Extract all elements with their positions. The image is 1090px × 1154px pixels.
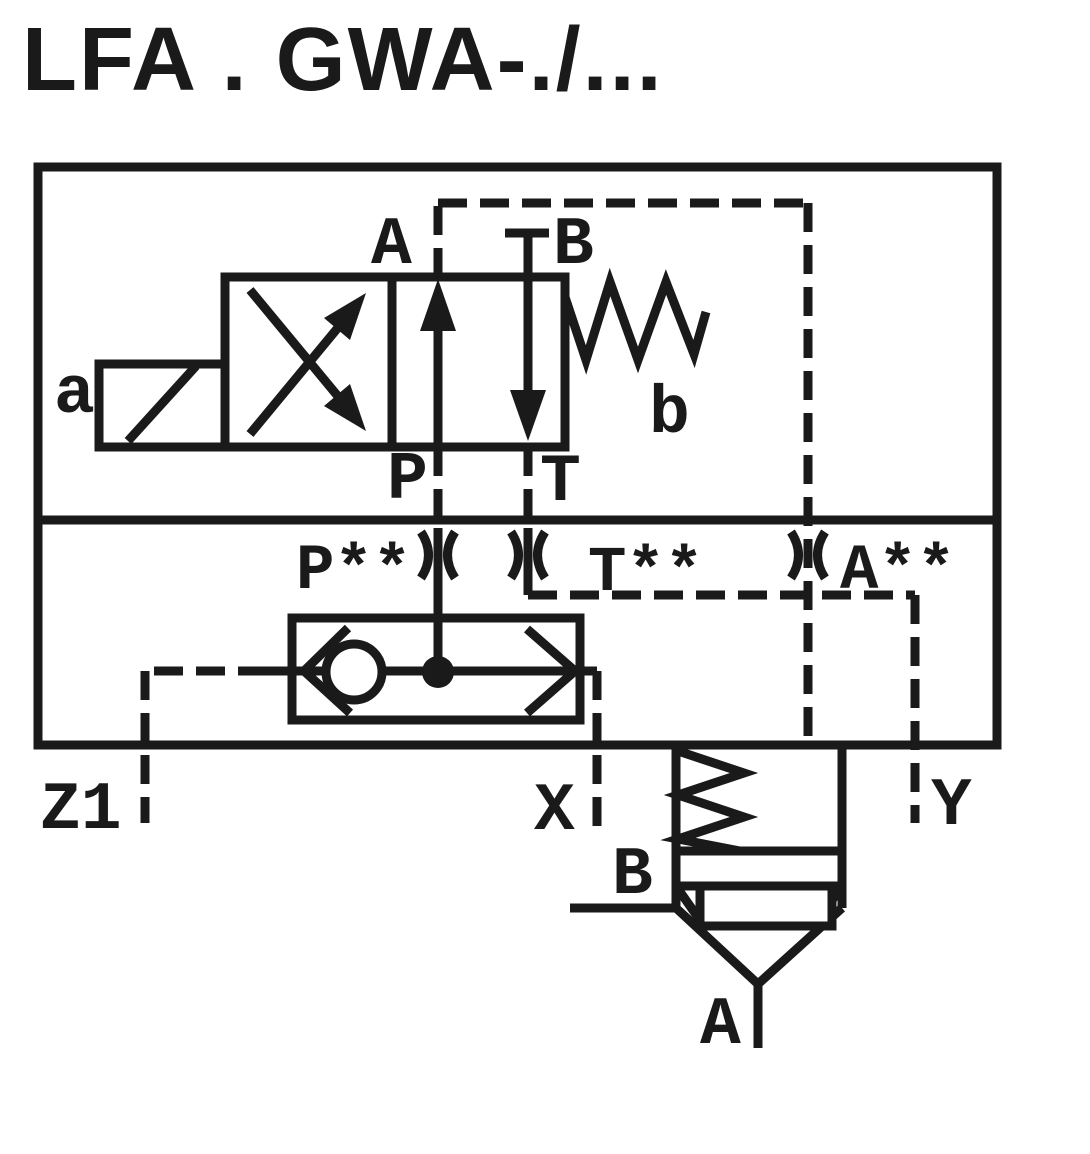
- orifice-pilot-icon: [787, 529, 829, 581]
- junction-dot: [422, 656, 454, 688]
- poppet-valve: [570, 745, 847, 1048]
- port-label-b-main: B: [612, 837, 653, 914]
- poppet-spring-icon: [660, 746, 759, 856]
- orifice-p-icon: [417, 529, 459, 581]
- manifold-body-outline: [33, 162, 1002, 750]
- port-label-p: P: [387, 442, 428, 519]
- channel-label-p: P**: [296, 536, 411, 608]
- orifice-t-icon: [507, 529, 549, 581]
- check-valve: [267, 613, 597, 725]
- channel-segments: [433, 528, 533, 672]
- solenoid-stroke: [124, 362, 200, 445]
- pilot-lines: [140, 198, 920, 827]
- return-spring-icon: [560, 267, 711, 375]
- flow-arrow-p-a: [420, 279, 456, 447]
- spring-label: b: [649, 376, 690, 453]
- port-label-z1: Z1: [40, 772, 122, 849]
- port-label-a-main: A: [700, 987, 741, 1064]
- port-b-plug: [505, 228, 549, 277]
- check-valve-ball-icon: [321, 639, 387, 705]
- check-valve-arrow-icon: [524, 625, 582, 717]
- channel-label-t: T**: [588, 538, 703, 610]
- port-label-a: A: [371, 207, 412, 284]
- solenoid-label: a: [54, 356, 95, 433]
- page-title: LFA . GWA-./...: [22, 10, 664, 110]
- poppet-seat: [695, 881, 837, 931]
- crossed-arrow-2: [246, 287, 366, 431]
- check-valve-seat-icon: [297, 624, 354, 717]
- port-label-y: Y: [931, 768, 972, 845]
- pilot-valve: [94, 228, 711, 452]
- flow-arrow-b-t: [510, 277, 546, 441]
- crossed-arrow-1: [246, 293, 366, 437]
- port-label-t: T: [540, 444, 581, 521]
- channel-label-a: A**: [840, 536, 955, 608]
- port-label-x: X: [534, 773, 575, 850]
- port-label-b: B: [553, 207, 594, 284]
